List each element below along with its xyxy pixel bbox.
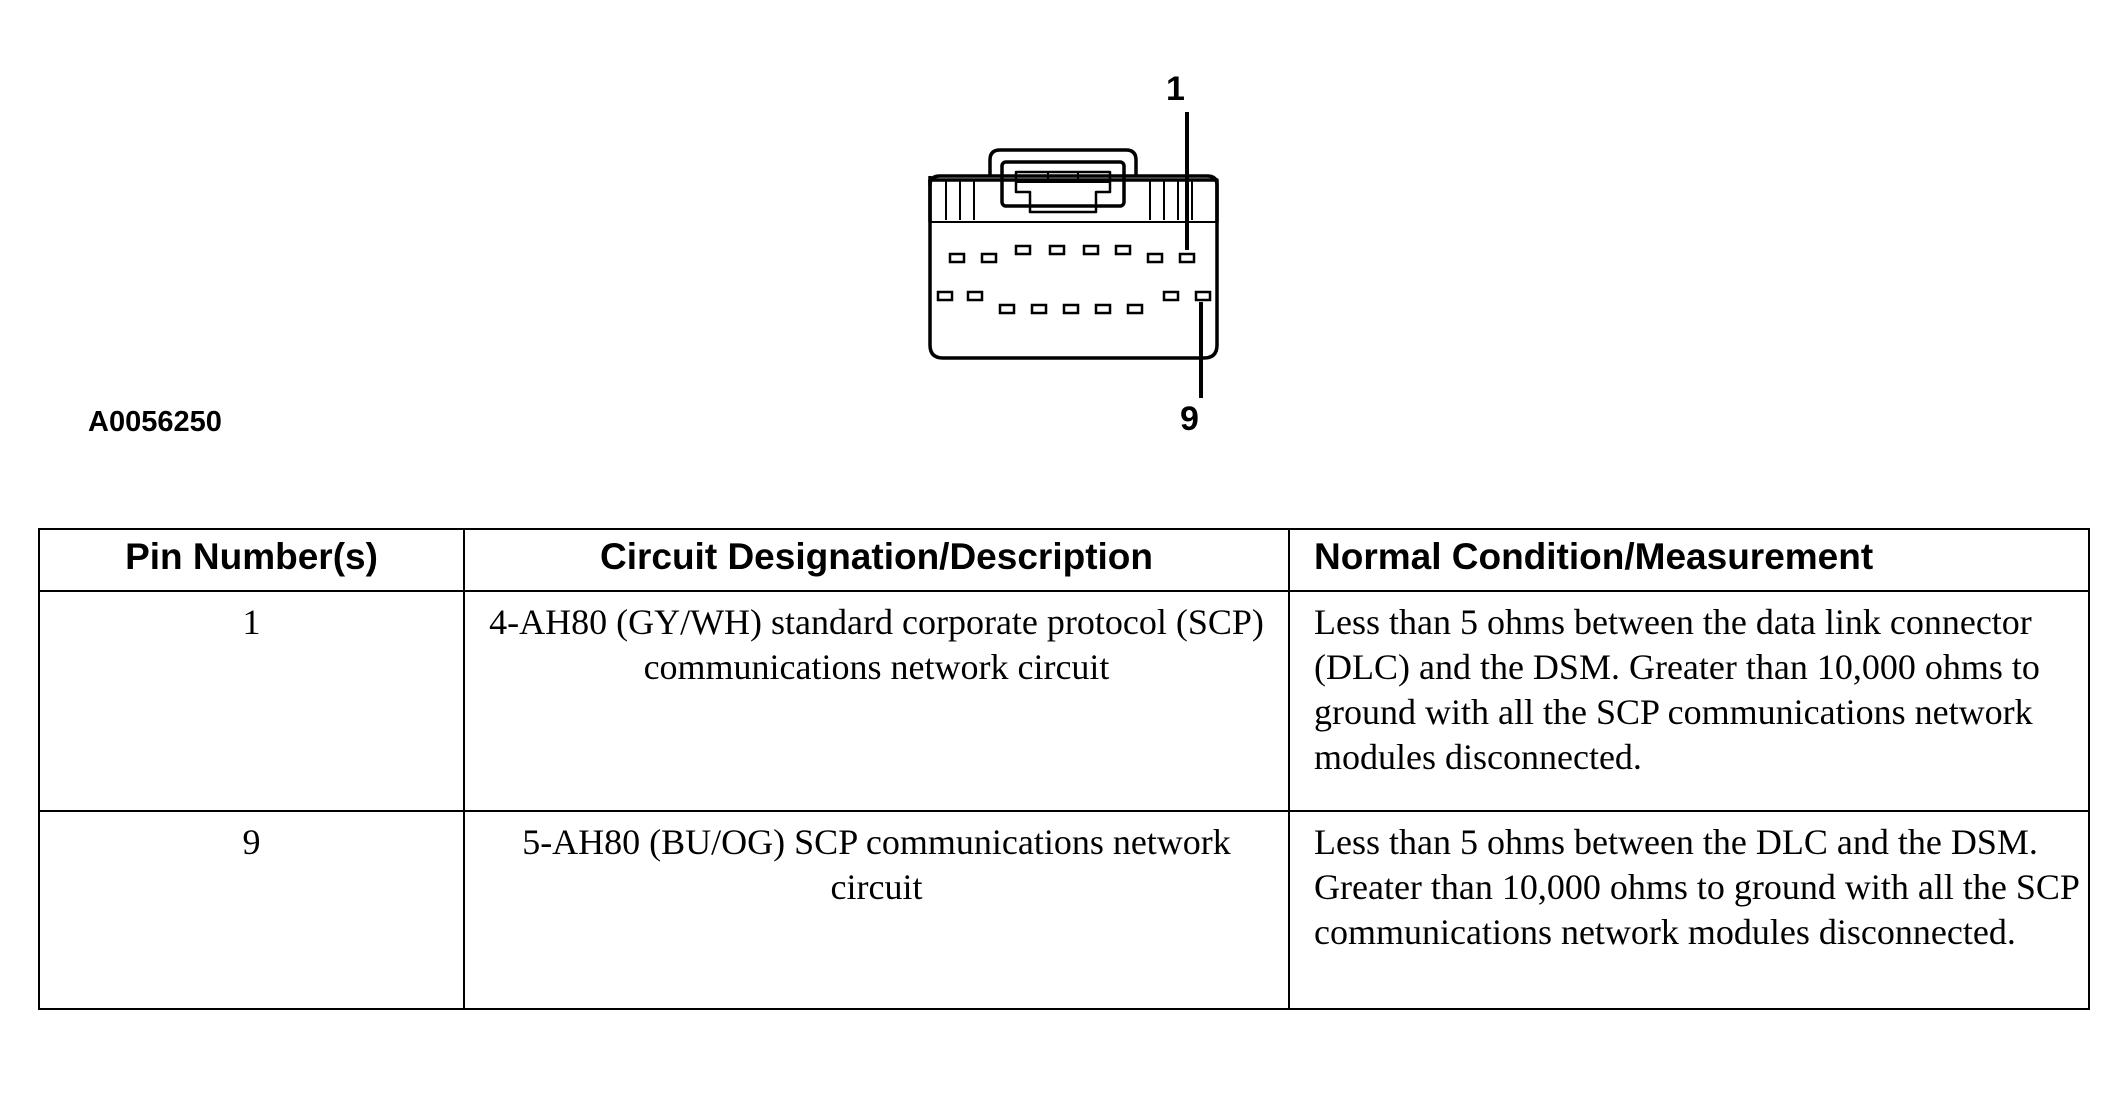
- table-header-row: Pin Number(s) Circuit Designation/Descri…: [38, 528, 2090, 592]
- table-row: 1 4-AH80 (GY/WH) standard corporate prot…: [38, 590, 2090, 812]
- header-normal-condition: Normal Condition/Measurement: [1288, 528, 2090, 592]
- pin-1-cavity: [1178, 252, 1196, 264]
- terminal-cavities: [936, 244, 1212, 315]
- connector-latch: [988, 148, 1138, 176]
- header-circuit-designation: Circuit Designation/Description: [463, 528, 1290, 592]
- normal-condition-cell: Less than 5 ohms between the data link c…: [1288, 590, 2090, 812]
- pin-number-cell: 1: [38, 590, 465, 812]
- figure-id: A0056250: [88, 406, 222, 438]
- circuit-description-cell: 5-AH80 (BU/OG) SCP communications networ…: [463, 810, 1290, 1010]
- pin-callout-9: 9: [1180, 400, 1199, 438]
- connector-diagram: [928, 112, 1219, 398]
- pin-table: Pin Number(s) Circuit Designation/Descri…: [38, 528, 2090, 1010]
- pin-number-cell: 9: [38, 810, 465, 1010]
- header-pin-number: Pin Number(s): [38, 528, 465, 592]
- table-row: 9 5-AH80 (BU/OG) SCP communications netw…: [38, 810, 2090, 1010]
- connector-body: [928, 178, 1219, 360]
- pin-9-cavity: [1194, 290, 1212, 302]
- pin-callout-1: 1: [1166, 70, 1185, 108]
- normal-condition-cell: Less than 5 ohms between the DLC and the…: [1288, 810, 2090, 1010]
- circuit-description-cell: 4-AH80 (GY/WH) standard corporate protoc…: [463, 590, 1290, 812]
